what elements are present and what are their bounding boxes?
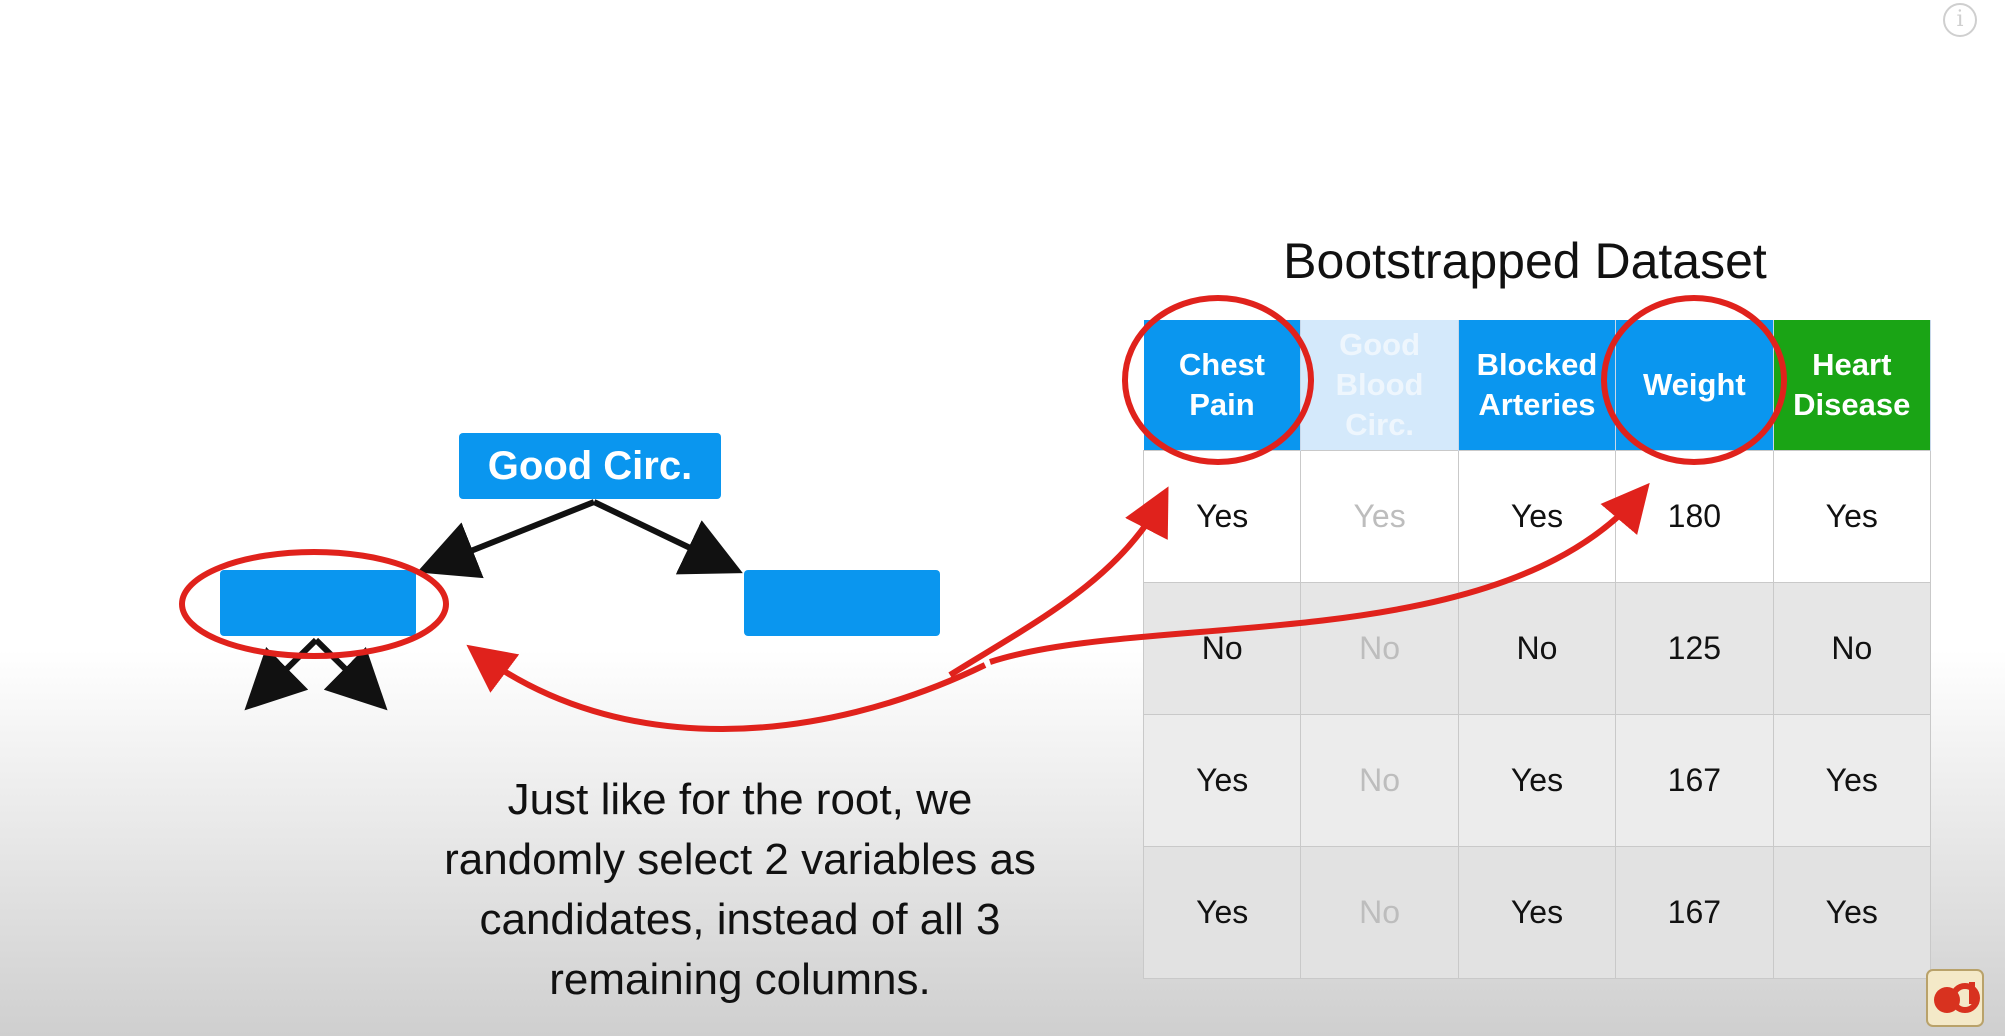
table-cell: No xyxy=(1300,714,1459,847)
caption-line: Just like for the root, we xyxy=(507,775,973,824)
info-icon[interactable]: i xyxy=(1943,3,1977,37)
column-header-chest-pain: Chest Pain xyxy=(1143,320,1302,451)
tree-edge-sub-right xyxy=(313,637,388,711)
table-row: Yes No Yes 167 Yes xyxy=(1142,846,1932,979)
bootstrapped-dataset-table: Chest Pain Good Blood Circ. Blocked Arte… xyxy=(1142,320,1932,979)
caption: Just like for the root, we randomly sele… xyxy=(380,770,1100,1010)
table-cell: Yes xyxy=(1142,846,1302,979)
table-cell: No xyxy=(1457,582,1617,715)
tree-edge-left xyxy=(416,499,596,579)
table-cell: Yes xyxy=(1772,846,1932,979)
table-cell: Yes xyxy=(1142,714,1302,847)
channel-logo xyxy=(1926,969,1984,1027)
table-cell: No xyxy=(1142,582,1302,715)
arrow-to-chest-pain xyxy=(948,486,1169,678)
table-cell: 180 xyxy=(1615,450,1774,583)
table-cell: No xyxy=(1300,846,1459,979)
caption-line: randomly select 2 variables as xyxy=(444,835,1036,884)
dataset-title: Bootstrapped Dataset xyxy=(1283,233,1767,289)
caption-line: remaining columns. xyxy=(549,955,931,1004)
table-cell: 167 xyxy=(1615,714,1774,847)
table-cell: Yes xyxy=(1772,450,1932,583)
table-row: Yes Yes Yes 180 Yes xyxy=(1142,450,1932,583)
column-header-heart-disease: Heart Disease xyxy=(1773,320,1932,451)
tree-left-node xyxy=(220,570,416,636)
table-cell: No xyxy=(1772,582,1932,715)
table-cell: Yes xyxy=(1457,714,1617,847)
table-cell: Yes xyxy=(1142,450,1302,583)
table-row: Yes No Yes 167 Yes xyxy=(1142,714,1932,847)
caption-line: candidates, instead of all 3 xyxy=(479,895,1001,944)
table-cell: Yes xyxy=(1300,450,1459,583)
tree-right-node xyxy=(744,570,940,636)
table-cell: Yes xyxy=(1457,450,1617,583)
tree-root-node: Good Circ. xyxy=(459,433,721,499)
table-header-row: Chest Pain Good Blood Circ. Blocked Arte… xyxy=(1143,320,1932,451)
tree-edge-sub-left xyxy=(244,637,319,711)
table-cell: 125 xyxy=(1615,582,1774,715)
tree-edge-right xyxy=(592,499,743,575)
table-cell: No xyxy=(1300,582,1459,715)
table-cell: Yes xyxy=(1772,714,1932,847)
column-header-good-blood-circ: Good Blood Circ. xyxy=(1300,320,1459,451)
table-cell: 167 xyxy=(1615,846,1774,979)
column-header-weight: Weight xyxy=(1615,320,1774,451)
arrow-to-left-node xyxy=(466,644,987,732)
table-cell: Yes xyxy=(1457,846,1617,979)
table-row: No No No 125 No xyxy=(1142,582,1932,715)
column-header-blocked-arteries: Blocked Arteries xyxy=(1458,320,1617,451)
